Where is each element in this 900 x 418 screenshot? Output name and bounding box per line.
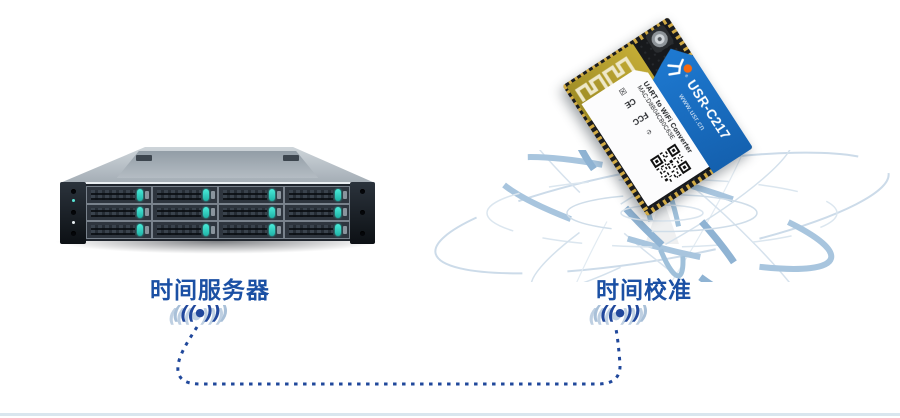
fcc-mark: FCC <box>631 110 650 128</box>
module-label-sticker: UART to WiFi Converter MAC:D8B04CB0C63E … <box>582 64 710 206</box>
drive-latch <box>335 206 341 219</box>
drive-latch <box>335 224 341 236</box>
drive-latch <box>269 189 275 201</box>
weee-icon: ☒ <box>617 85 629 98</box>
drive-latch <box>203 206 209 219</box>
drive-latch <box>137 224 143 236</box>
drive-latch <box>137 206 143 219</box>
svg-text:®: ® <box>684 73 690 78</box>
qr-code <box>650 144 691 185</box>
server-shadow <box>54 241 381 254</box>
drive-bay <box>285 187 349 203</box>
drive-bay <box>219 222 283 238</box>
drive-bay <box>87 187 151 203</box>
drive-latch <box>137 189 143 201</box>
drive-bay <box>219 204 283 221</box>
lid-latch <box>135 155 152 161</box>
drive-latch <box>203 189 209 201</box>
time-server <box>54 145 381 260</box>
drive-bay <box>87 222 151 238</box>
time-server-label: 时间服务器 <box>150 277 270 303</box>
drive-latch <box>269 206 275 219</box>
drive-bay <box>153 204 217 221</box>
wifi-signal-icon-module: (((●))) <box>592 302 649 324</box>
lid-front-edge <box>60 182 375 184</box>
module-pcb: 1781 V1.0 ® USR-C217 www.usr.cn UART to … <box>562 17 753 217</box>
lid-latch <box>283 155 300 161</box>
drive-bay <box>285 204 349 221</box>
usr-logo-icon: ® <box>661 51 696 85</box>
ce-mark: CE <box>623 96 638 110</box>
brand-banner: ® USR-C217 www.usr.cn <box>644 40 753 173</box>
server-lid <box>60 147 375 183</box>
wifi-signal-icon-echo: (((●))) <box>588 305 645 327</box>
time-calibration-label: 时间校准 <box>596 277 692 303</box>
status-led <box>71 199 75 202</box>
rack-ear-left <box>60 182 86 244</box>
drive-bay <box>87 204 151 221</box>
drive-bay <box>153 222 217 238</box>
e-mark: ℮ <box>644 126 654 138</box>
server-front-panel <box>60 182 375 244</box>
wifi-signal-icon-server: (((●))) <box>172 302 229 324</box>
rack-ear-right <box>350 182 375 244</box>
bottom-divider-line <box>0 413 900 416</box>
drive-bay <box>219 187 283 203</box>
drive-latch <box>203 224 209 236</box>
drive-latch <box>335 189 341 201</box>
wifi-signal-icon-echo: (((●))) <box>168 305 225 327</box>
status-led <box>71 221 75 224</box>
drive-bay <box>285 222 349 238</box>
drive-bay <box>153 187 217 203</box>
drive-latch <box>269 224 275 236</box>
wifi-module-usr-c217: 1781 V1.0 ® USR-C217 www.usr.cn UART to … <box>562 17 753 217</box>
drive-bay-grid <box>86 186 350 239</box>
